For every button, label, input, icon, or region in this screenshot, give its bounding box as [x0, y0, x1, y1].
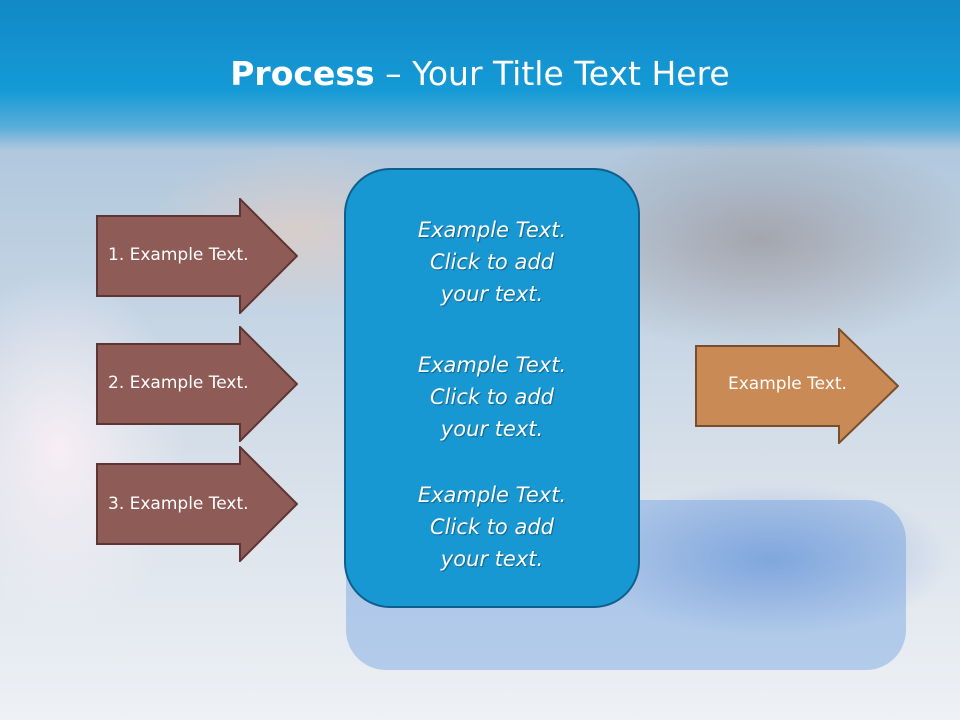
center-text-box[interactable]: Example Text. Click to add your text. Ex… — [344, 168, 640, 608]
output-arrow[interactable]: Example Text. — [695, 328, 899, 444]
paragraph-line: Click to add — [429, 250, 554, 274]
paragraph-line: Example Text. — [417, 353, 567, 377]
slide-title[interactable]: Process – Your Title Text Here — [0, 52, 960, 96]
step-arrow-3[interactable]: 3. Example Text. — [96, 446, 298, 562]
right-arrow-icon — [695, 328, 899, 444]
step-label: 1. Example Text. — [108, 245, 249, 265]
center-paragraph-1: Example Text. Click to add your text. — [346, 214, 638, 310]
right-arrow-icon — [96, 326, 298, 442]
center-paragraph-2: Example Text. Click to add your text. — [346, 349, 638, 445]
center-paragraph-3: Example Text. Click to add your text. — [346, 479, 638, 575]
title-rest: – Your Title Text Here — [374, 54, 730, 93]
step-arrow-2[interactable]: 2. Example Text. — [96, 326, 298, 442]
title-bold: Process — [230, 54, 375, 93]
output-label: Example Text. — [728, 374, 847, 394]
paragraph-line: your text. — [440, 282, 544, 306]
right-arrow-icon — [96, 198, 298, 314]
title-banner — [0, 0, 960, 150]
step-label: 3. Example Text. — [108, 494, 249, 514]
paragraph-line: your text. — [440, 417, 544, 441]
paragraph-line: your text. — [440, 547, 544, 571]
paragraph-line: Example Text. — [417, 218, 567, 242]
step-label: 2. Example Text. — [108, 373, 249, 393]
paragraph-line: Click to add — [429, 385, 554, 409]
right-arrow-icon — [96, 446, 298, 562]
paragraph-line: Click to add — [429, 515, 554, 539]
paragraph-line: Example Text. — [417, 483, 567, 507]
step-arrow-1[interactable]: 1. Example Text. — [96, 198, 298, 314]
